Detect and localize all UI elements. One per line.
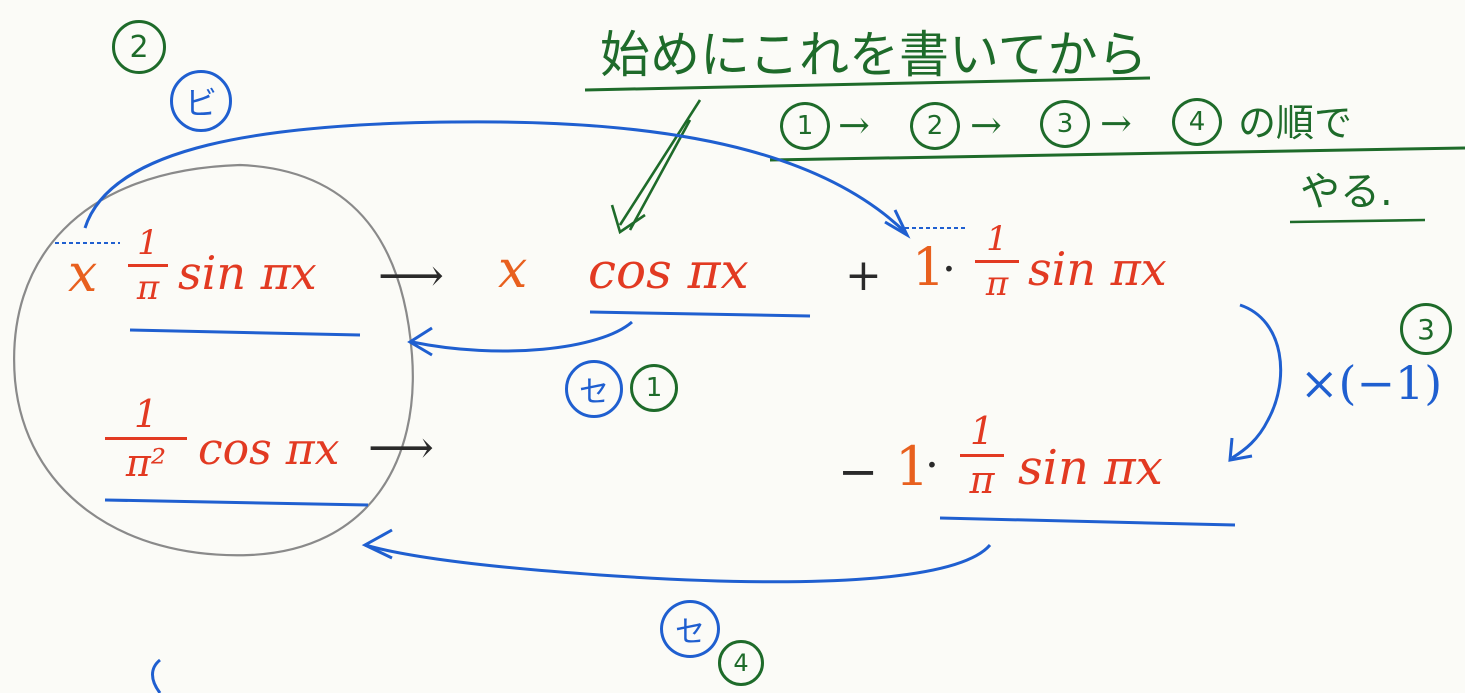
- underline-row1-mid: [589, 310, 811, 318]
- row1-right-fn: sin πx: [1028, 242, 1167, 296]
- row2-right-minus: −: [838, 444, 879, 500]
- order-step2: 2: [910, 102, 960, 150]
- row2-left-fraction: 1 π²: [105, 395, 187, 482]
- order-step4: 4: [1172, 98, 1222, 146]
- arrow-step4-head: [361, 528, 393, 560]
- underline-row2-left: [104, 498, 369, 507]
- step3-circled-label: 3: [1400, 303, 1452, 355]
- row1-left-frac-den: π: [136, 268, 160, 308]
- fraction-bar: [128, 264, 168, 267]
- step1-circled-label: 1: [630, 364, 678, 412]
- row2-left-fn: cos πx: [198, 424, 340, 475]
- underline-row2-right: [939, 516, 1236, 527]
- row1-left-frac-num: 1: [137, 223, 159, 263]
- arrow-step1: [411, 320, 633, 353]
- row2-right-fraction: 1 π: [960, 412, 1004, 499]
- step2-kanji: ビ: [184, 84, 217, 122]
- step2-number: 2: [129, 29, 149, 65]
- suffix-underline: [1289, 218, 1426, 224]
- step1-kanji: セ: [579, 375, 609, 410]
- row1-left-fn: sin πx: [178, 246, 317, 300]
- arrow-step2-head: [884, 209, 911, 239]
- step2-circled-kanji: ビ: [170, 70, 232, 132]
- underline-row1-left: [129, 328, 361, 337]
- order-arrow-1: →: [838, 103, 870, 147]
- row1-right-fraction: 1 π: [975, 222, 1019, 301]
- row2-right-one: 1: [895, 435, 930, 498]
- row1-mid-fn: cos πx: [588, 242, 749, 300]
- row1-right-frac-num: 1: [986, 219, 1008, 259]
- arrow-step2: [83, 120, 907, 234]
- note-line1: 始めにこれを書いてから: [600, 26, 1148, 84]
- step4-circled-kanji: セ: [660, 600, 720, 658]
- step2-circled-label: 2: [112, 20, 166, 74]
- arrow-step4: [364, 543, 992, 584]
- partial-bracket-bottom: [151, 658, 162, 693]
- order-suffix-line2: やる.: [1300, 169, 1393, 215]
- order-step4-number: 4: [1188, 107, 1206, 137]
- note-double-arrow: [610, 99, 702, 235]
- row2-right-dot: ·: [925, 440, 939, 491]
- row2-right-frac-den: π: [969, 458, 995, 502]
- order-arrow-3: →: [1100, 101, 1132, 145]
- row2-left-frac-den: π²: [125, 441, 167, 485]
- row2-arrow: ⟶: [368, 420, 434, 474]
- order-step2-number: 2: [926, 111, 944, 141]
- row1-right-frac-den: π: [985, 264, 1009, 304]
- fraction-bar: [105, 437, 187, 440]
- row1-mid-x: x: [498, 240, 528, 300]
- step3-multiplier: ×(−1): [1300, 356, 1443, 410]
- step4-circled-label: 4: [718, 640, 764, 686]
- order-suffix-line1: の順で: [1238, 101, 1353, 145]
- row1-left-fraction: 1 π: [128, 226, 168, 305]
- order-step3: 3: [1040, 100, 1090, 148]
- step1-circled-kanji: セ: [565, 360, 623, 418]
- row1-arrow: ⟶: [378, 248, 444, 302]
- arrow-step3-head: [1228, 437, 1253, 462]
- step4-number: 4: [733, 649, 749, 677]
- plus-sign: +: [845, 250, 882, 301]
- row2-right-frac-num: 1: [969, 409, 995, 453]
- arrow-step3: [1231, 303, 1283, 460]
- row2-right-fn: sin πx: [1018, 440, 1163, 496]
- order-arrow-2: →: [970, 103, 1002, 147]
- row2-left-frac-num: 1: [133, 392, 159, 436]
- note-underline: [584, 76, 1151, 92]
- fraction-bar: [960, 454, 1004, 457]
- arrow-step1-head: [407, 326, 433, 357]
- row1-left-x: x: [68, 244, 98, 304]
- fraction-bar: [975, 260, 1019, 263]
- step3-number: 3: [1417, 312, 1435, 346]
- order-step1: 1: [780, 102, 830, 150]
- row1-right-dot: ·: [942, 244, 956, 295]
- order-underline: [769, 146, 1465, 162]
- step4-kanji: セ: [675, 615, 705, 650]
- order-step3-number: 3: [1056, 109, 1074, 139]
- step1-number: 1: [645, 373, 663, 403]
- pencil-circle: [13, 163, 414, 557]
- order-step1-number: 1: [796, 111, 814, 141]
- row1-right-one: 1: [912, 238, 946, 298]
